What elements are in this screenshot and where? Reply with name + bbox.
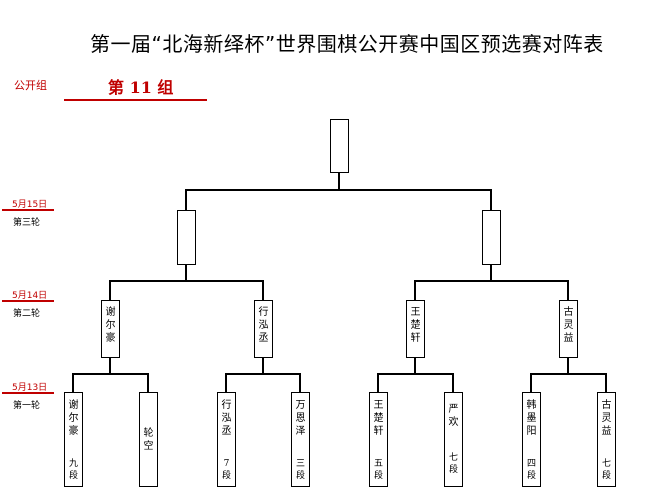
r1-player-name-4: 万恩泽 bbox=[295, 400, 306, 437]
r1-player-box-5: 王楚轩 五段 bbox=[369, 392, 388, 487]
r3-player-box-2 bbox=[482, 210, 501, 265]
r1-player-name-6: 严欢 bbox=[448, 404, 459, 428]
r2-player-name-1: 谢尔豪 bbox=[105, 307, 116, 344]
r2-player-box-3: 王楚轩 bbox=[406, 300, 425, 358]
r2-player-box-1: 谢尔豪 bbox=[101, 300, 120, 358]
r1-player-box-7: 韩墨阳 四段 bbox=[522, 392, 541, 487]
r1-player-box-6: 严欢 七段 bbox=[444, 392, 463, 487]
round-3-divider bbox=[2, 209, 54, 211]
round-3-name: 第三轮 bbox=[13, 218, 41, 228]
group-category-label: 公开组 bbox=[14, 79, 47, 92]
r1-player-name-8: 古灵益 bbox=[601, 400, 612, 437]
r2-player-name-2: 行泓丞 bbox=[258, 307, 269, 344]
r1-player-rank-4: 三段 bbox=[295, 459, 305, 481]
r2-player-box-2: 行泓丞 bbox=[254, 300, 273, 358]
round-3-date: 5月15日 bbox=[12, 200, 48, 210]
r1-player-box-3: 行泓丞 7段 bbox=[217, 392, 236, 487]
r1-player-name-3: 行泓丞 bbox=[221, 400, 232, 437]
r1-player-name-5: 王楚轩 bbox=[373, 400, 384, 437]
r3-player-box-1 bbox=[177, 210, 196, 265]
r1-player-box-2: 轮空 bbox=[139, 392, 158, 487]
round-2-divider bbox=[2, 300, 54, 302]
round-2-name: 第二轮 bbox=[13, 309, 41, 319]
r1-player-rank-7: 四段 bbox=[526, 459, 536, 481]
r1-player-name-1: 谢尔豪 bbox=[68, 400, 79, 437]
r2-player-box-4: 古灵益 bbox=[559, 300, 578, 358]
r1-player-box-4: 万恩泽 三段 bbox=[291, 392, 310, 487]
r1-player-name-7: 韩墨阳 bbox=[526, 400, 537, 437]
r1-player-rank-1: 九段 bbox=[68, 459, 78, 481]
r1-player-rank-8: 七段 bbox=[601, 459, 611, 481]
r1-player-box-1: 谢尔豪 九段 bbox=[64, 392, 83, 487]
r2-player-name-4: 古灵益 bbox=[563, 307, 574, 344]
r1-player-name-2: 轮空 bbox=[143, 427, 154, 452]
r1-player-rank-3: 7段 bbox=[221, 459, 231, 481]
r1-player-rank-5: 五段 bbox=[373, 459, 383, 481]
round-1-divider bbox=[2, 392, 54, 394]
round-1-name: 第一轮 bbox=[13, 401, 41, 411]
page-title: 第一届“北海新绎杯”世界围棋公开赛中国区预选赛对阵表 bbox=[90, 32, 604, 56]
r1-player-rank-6: 七段 bbox=[448, 453, 458, 475]
r2-player-name-3: 王楚轩 bbox=[410, 307, 421, 344]
round-2-date: 5月14日 bbox=[12, 291, 48, 301]
round-1-date: 5月13日 bbox=[12, 383, 48, 393]
group-name: 第 11 组 bbox=[108, 78, 174, 97]
final-winner-box bbox=[330, 119, 349, 173]
group-underline bbox=[64, 99, 207, 101]
r1-player-box-8: 古灵益 七段 bbox=[597, 392, 616, 487]
